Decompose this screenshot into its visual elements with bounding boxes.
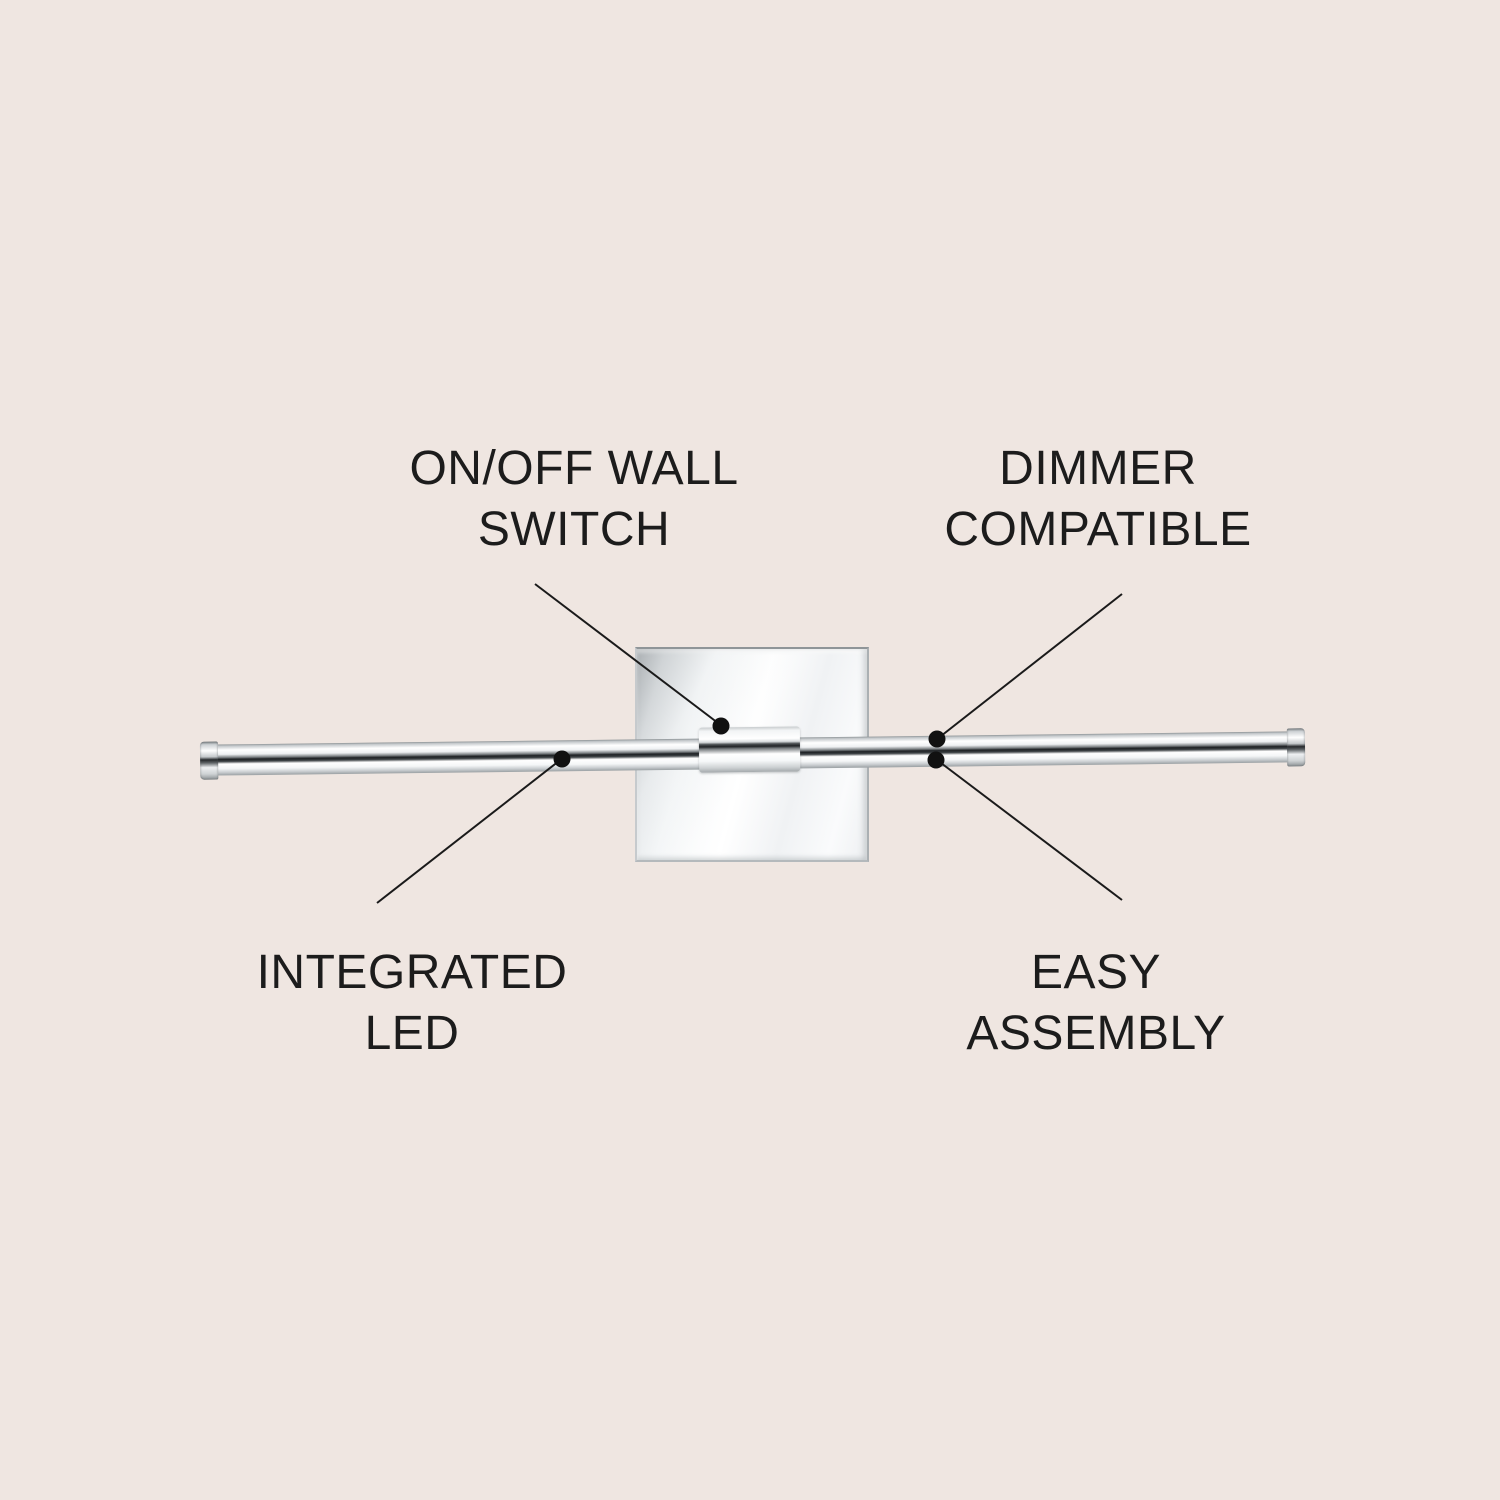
label-dimmer-compatible: DIMMER COMPATIBLE <box>848 438 1348 560</box>
callout-dot-assembly <box>927 751 945 769</box>
label-on-off-wall-switch-line2: SWITCH <box>477 503 671 556</box>
callout-line-dimmer <box>940 593 1123 737</box>
callout-dot-led <box>553 750 571 768</box>
callout-dot-switch <box>712 717 730 735</box>
label-integrated-led-line1: INTEGRATED <box>256 946 568 999</box>
callout-line-led <box>376 760 560 904</box>
label-easy-assembly-line1: EASY <box>1030 946 1162 999</box>
label-integrated-led: INTEGRATED LED <box>162 942 662 1064</box>
label-easy-assembly: EASY ASSEMBLY <box>846 942 1346 1064</box>
callout-line-switch <box>534 583 719 724</box>
callout-dot-dimmer <box>928 730 946 748</box>
label-on-off-wall-switch: ON/OFF WALL SWITCH <box>324 438 824 560</box>
callout-line-assembly <box>940 762 1123 901</box>
label-on-off-wall-switch-line1: ON/OFF WALL <box>409 442 739 495</box>
label-integrated-led-line2: LED <box>364 1007 460 1060</box>
label-dimmer-compatible-line2: COMPATIBLE <box>944 503 1252 556</box>
label-easy-assembly-line2: ASSEMBLY <box>966 1007 1226 1060</box>
label-dimmer-compatible-line1: DIMMER <box>999 442 1197 495</box>
